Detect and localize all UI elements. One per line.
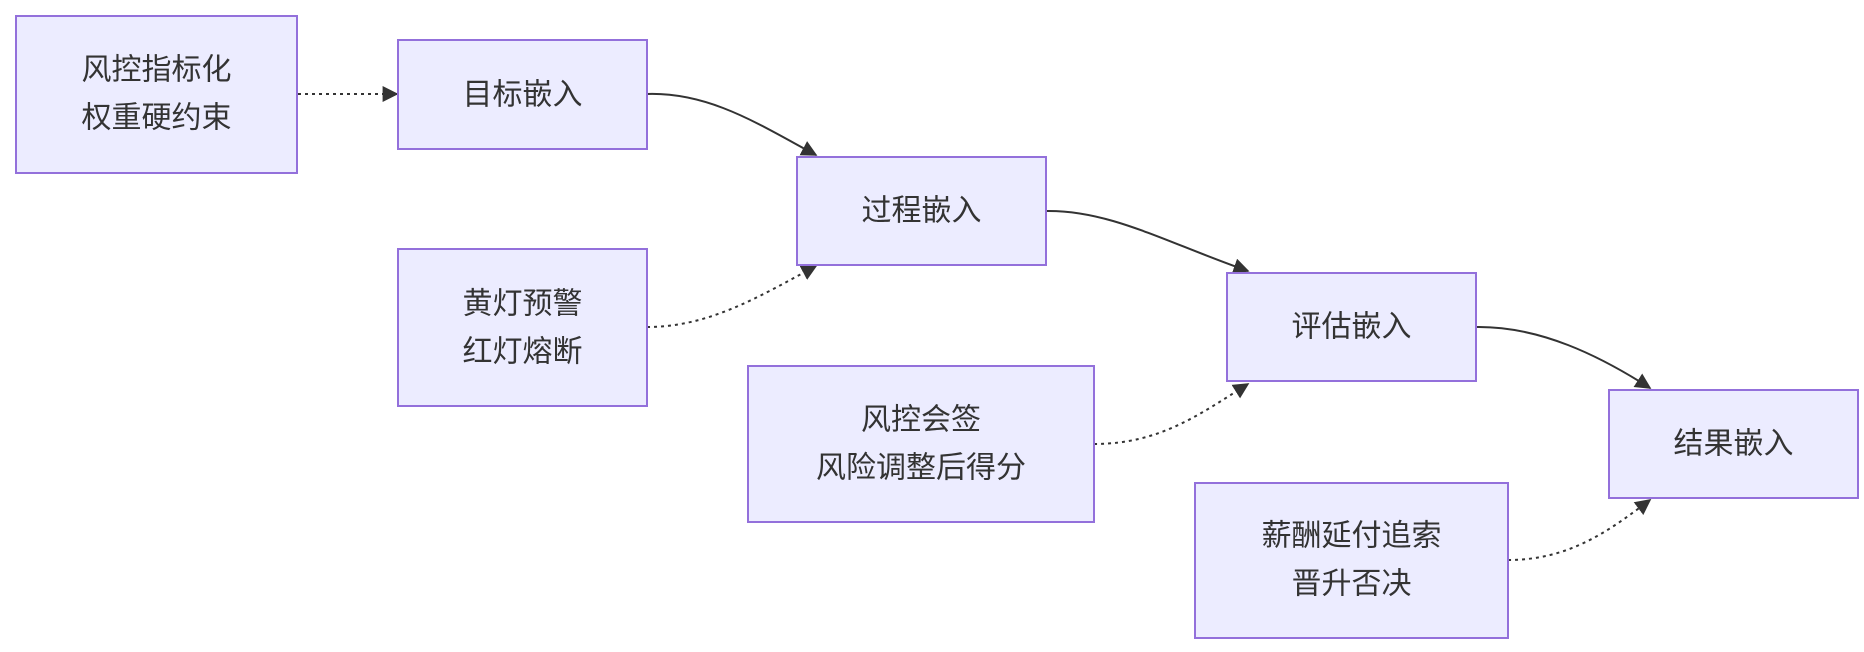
node-process[interactable]: 过程嵌入 [796, 156, 1047, 266]
node-process-label: 过程嵌入 [862, 194, 982, 229]
nodes-layer: 风控指标化 权重硬约束 目标嵌入 黄灯预警 红灯熔断 过程嵌入 风控会签 风险调… [15, 15, 1859, 639]
node-yellow-red[interactable]: 黄灯预警 红灯熔断 [397, 248, 648, 407]
node-target[interactable]: 目标嵌入 [397, 39, 648, 150]
edge-evaluation-to-result [1475, 325, 1652, 389]
node-pay-defer[interactable]: 薪酬延付追索 晋升否决 [1194, 482, 1509, 639]
node-pay-defer-line-2: 晋升否决 [1292, 567, 1412, 602]
node-evaluation[interactable]: 评估嵌入 [1226, 272, 1477, 382]
edges-layer [298, 86, 1652, 561]
node-risk-weight-line-1: 风控指标化 [82, 53, 232, 88]
node-risk-weight[interactable]: 风控指标化 权重硬约束 [15, 15, 298, 174]
edge-pay-defer-to-result [1507, 499, 1652, 561]
node-cosign-line-1: 风控会签 [861, 403, 981, 438]
node-target-label: 目标嵌入 [463, 78, 583, 113]
node-yellow-red-line-2: 红灯熔断 [463, 335, 583, 370]
node-result-label: 结果嵌入 [1674, 427, 1794, 462]
node-risk-weight-line-2: 权重硬约束 [82, 101, 232, 136]
edge-process-to-evaluation [1045, 209, 1250, 274]
edge-cosign-to-evaluation [1093, 383, 1250, 445]
node-pay-defer-line-1: 薪酬延付追索 [1262, 519, 1442, 554]
node-cosign-line-2: 风险调整后得分 [816, 451, 1026, 486]
node-result[interactable]: 结果嵌入 [1608, 389, 1859, 499]
node-cosign[interactable]: 风控会签 风险调整后得分 [747, 365, 1095, 523]
node-evaluation-label: 评估嵌入 [1292, 310, 1412, 345]
node-yellow-red-line-1: 黄灯预警 [463, 287, 583, 322]
edge-yellow-red-to-process [646, 265, 818, 328]
edge-target-to-process [646, 92, 818, 156]
